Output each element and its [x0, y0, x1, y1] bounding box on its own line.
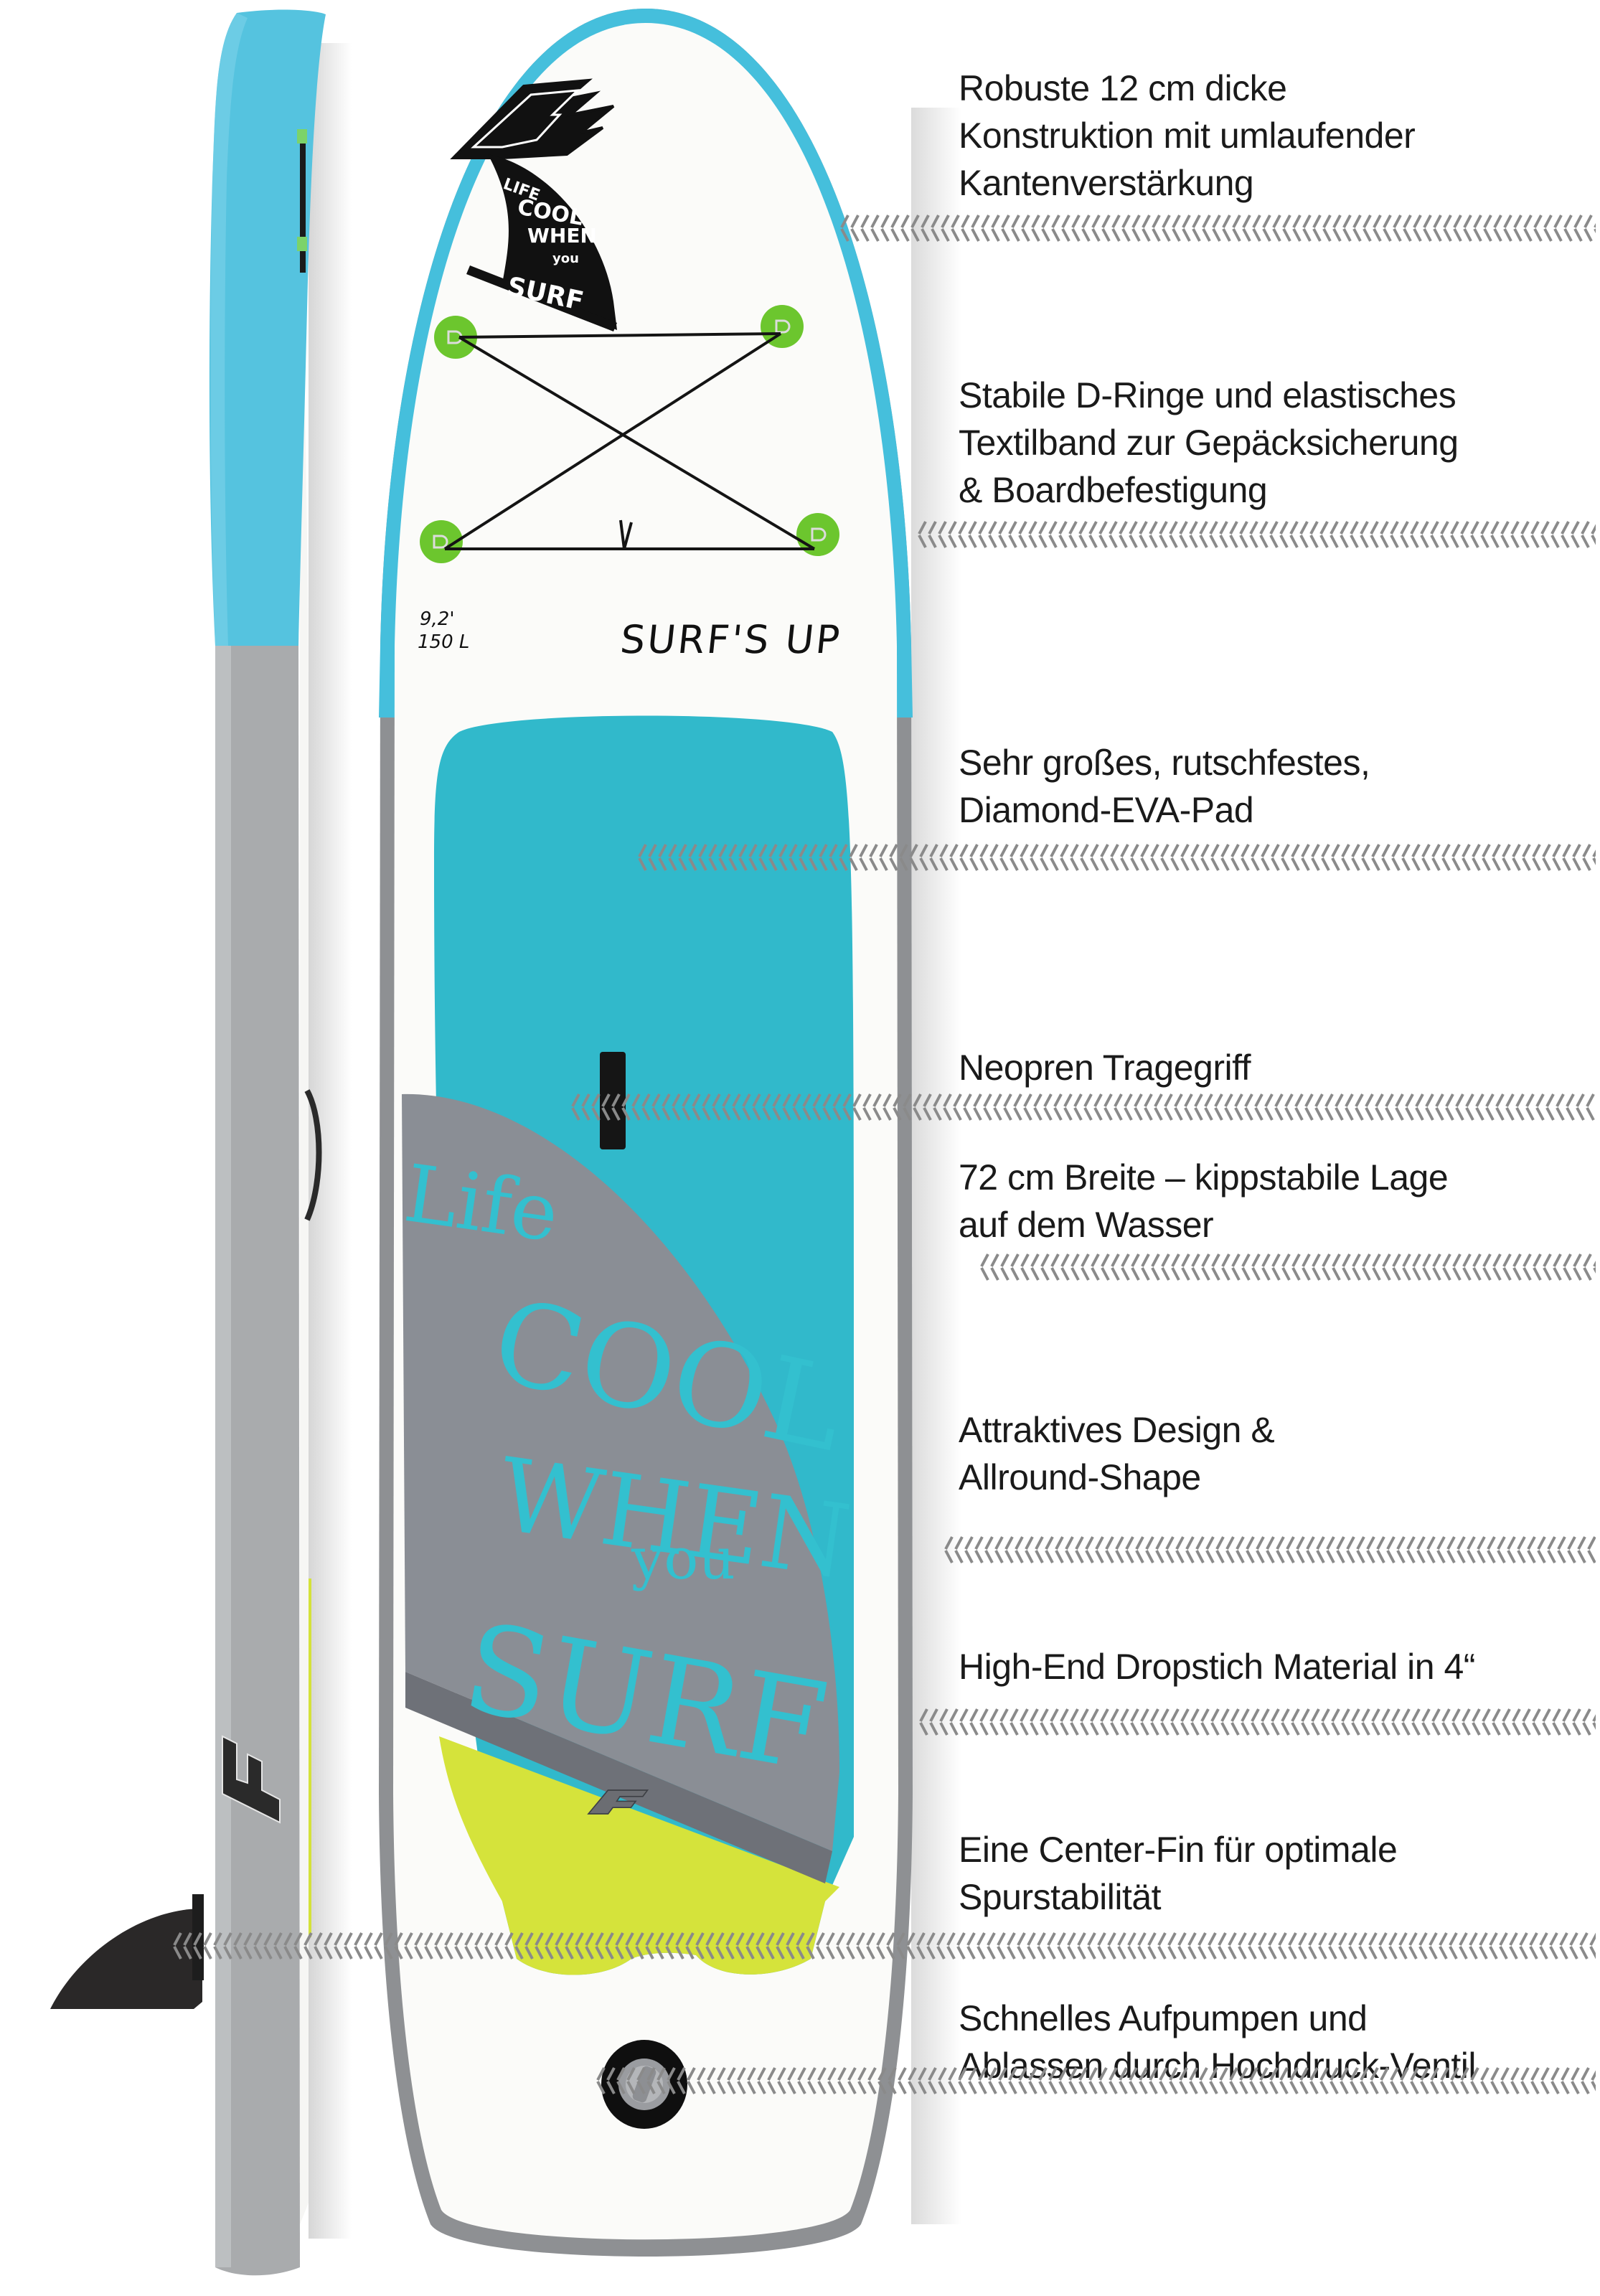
feature-line: Kantenverstärkung [959, 163, 1254, 203]
feature-line: Diamond-EVA-Pad [959, 790, 1254, 830]
feature-d-rings: Stabile D-Ringe und elastisches Textilba… [959, 372, 1459, 514]
f2-logo-tail [587, 1789, 649, 1815]
fin-graphic-deck [402, 1093, 839, 1851]
feature-line: Konstruktion mit umlaufender [959, 116, 1416, 156]
feature-width: 72 cm Breite – kippstabile Lage auf dem … [959, 1154, 1449, 1248]
feature-line: Eine Center-Fin für optimale [959, 1830, 1398, 1870]
nose-rail-turquoise [209, 9, 326, 646]
f2-logo-nose [450, 78, 615, 159]
svg-text:you: you [552, 251, 579, 266]
chevron-arrow-left-icon [570, 1093, 1596, 1121]
svg-text:Life: Life [399, 1147, 564, 1260]
feature-construction: Robuste 12 cm dicke Konstruktion mit uml… [959, 65, 1416, 207]
chevron-arrow-left-icon [918, 1708, 1596, 1736]
chevron-arrow-left-icon [596, 2066, 1596, 2095]
feature-center-fin: Eine Center-Fin für optimale Spurstabili… [959, 1826, 1398, 1921]
f2-logo-side [222, 1735, 281, 1824]
d-rings [420, 305, 839, 563]
feature-deck-pad: Sehr großes, rutschfestes, Diamond-EVA-P… [959, 739, 1370, 834]
side-board-shadow [309, 43, 352, 2239]
rail-grey [215, 646, 300, 2276]
chevron-arrow-left-icon [172, 1932, 1596, 1960]
chevron-arrow-left-icon [637, 843, 1596, 872]
chevron-arrow-left-icon [917, 520, 1596, 549]
feature-line: Textilband zur Gepäcksicherung [959, 423, 1459, 463]
feature-line: Sehr großes, rutschfestes, [959, 743, 1370, 783]
feature-line: & Boardbefestigung [959, 470, 1268, 510]
side-view-board [50, 9, 326, 2276]
feature-line: Stabile D-Ringe und elastisches [959, 375, 1457, 415]
feature-line: Schnelles Aufpumpen und [959, 1998, 1368, 2038]
feature-line: Spurstabilität [959, 1877, 1162, 1917]
center-fin [50, 1909, 202, 2009]
board-length-label: 9,2' [420, 608, 455, 630]
chevron-arrow-left-icon [979, 1253, 1596, 1281]
feature-line: auf dem Wasser [959, 1205, 1214, 1245]
board-volume-label: 150 L [418, 631, 470, 653]
bungee-cords [443, 332, 816, 550]
chevron-arrow-left-icon [943, 1535, 1596, 1564]
svg-text:you: you [631, 1525, 735, 1592]
tail-pad-lime [439, 1736, 839, 1975]
top-view-board: Life COOL WHEN you SURF LIFE COOL WHEN y… [379, 9, 913, 2257]
svg-text:WHEN: WHEN [527, 224, 597, 248]
feature-line: Robuste 12 cm dicke [959, 68, 1287, 108]
feature-dropstitch: High-End Dropstich Material in 4“ [959, 1643, 1475, 1690]
feature-line: 72 cm Breite – kippstabile Lage [959, 1157, 1449, 1198]
feature-design: Attraktives Design & Allround-Shape [959, 1406, 1275, 1501]
feature-line: Allround-Shape [959, 1457, 1201, 1497]
feature-valve: Schnelles Aufpumpen und Ablassen durch H… [959, 1995, 1477, 2089]
chevron-arrow-left-icon [839, 214, 1596, 243]
board-shadow [911, 108, 961, 2224]
feature-line: High-End Dropstich Material in 4“ [959, 1647, 1475, 1687]
feature-carry-handle: Neopren Tragegriff [959, 1044, 1251, 1091]
feature-line: Neopren Tragegriff [959, 1048, 1251, 1088]
board-model-name: SURF'S UP [618, 617, 844, 662]
feature-line: Attraktives Design & [959, 1410, 1275, 1450]
